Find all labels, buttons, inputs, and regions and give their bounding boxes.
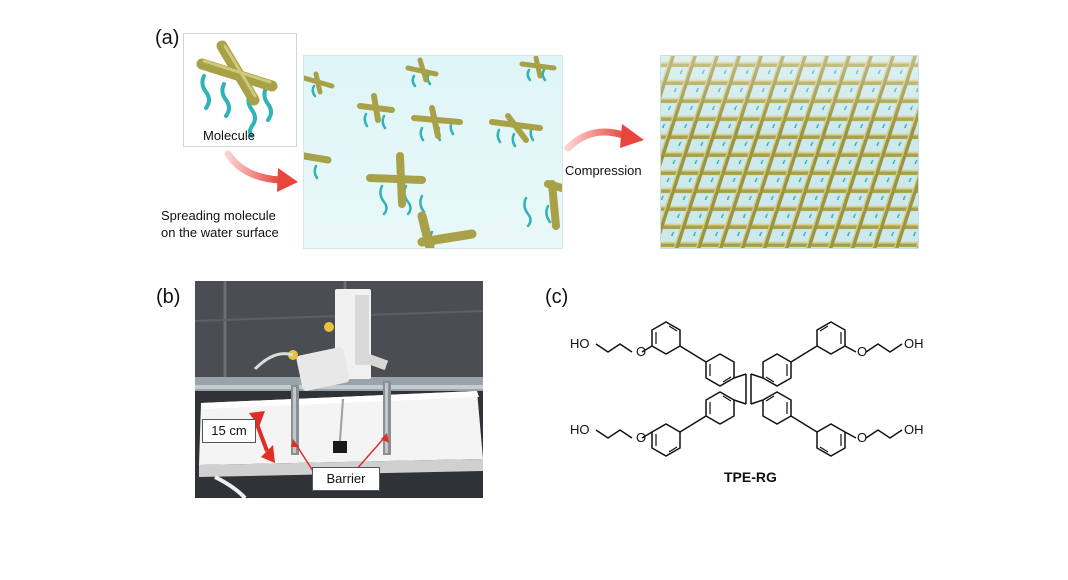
hydroxyl-top-right: OH (904, 336, 924, 351)
panel-b-label: (b) (156, 286, 181, 308)
compressed-network (660, 55, 919, 249)
dispersed-molecules-illustration (300, 55, 566, 253)
scale-label: 15 cm (202, 419, 256, 443)
panel-a-label: (a) (155, 27, 180, 49)
compression-label: Compression (565, 163, 642, 178)
spreading-caption-line-1: Spreading molecule (161, 208, 276, 223)
ether-oxygen-4: O (857, 430, 867, 445)
spreading-caption-line-2: on the water surface (161, 225, 279, 240)
hydroxyl-top-left: HO (570, 336, 590, 351)
ether-oxygen-2: O (636, 430, 646, 445)
barrier-label: Barrier (312, 467, 380, 491)
tpe-rg-structure: O O O O HO HO OH OH TPE-RG (570, 321, 924, 485)
molecule-caption: Molecule (203, 128, 256, 143)
molecule-inset (183, 33, 297, 147)
trough-photo (195, 281, 483, 498)
compound-name: TPE-RG (724, 469, 777, 485)
langmuir-trough-photo (195, 281, 483, 498)
hydroxyl-bottom-right: OH (904, 422, 924, 437)
spreading-arrow-icon (224, 150, 298, 192)
ether-oxygen-1: O (636, 344, 646, 359)
compression-arrow-icon (564, 124, 644, 152)
hydroxyl-bottom-left: HO (570, 422, 590, 437)
ether-oxygen-3: O (857, 344, 867, 359)
water-surface-dispersed (300, 55, 566, 253)
compressed-network-illustration (661, 56, 918, 248)
single-molecule-illustration (196, 40, 278, 138)
panel-c-label: (c) (545, 286, 569, 308)
